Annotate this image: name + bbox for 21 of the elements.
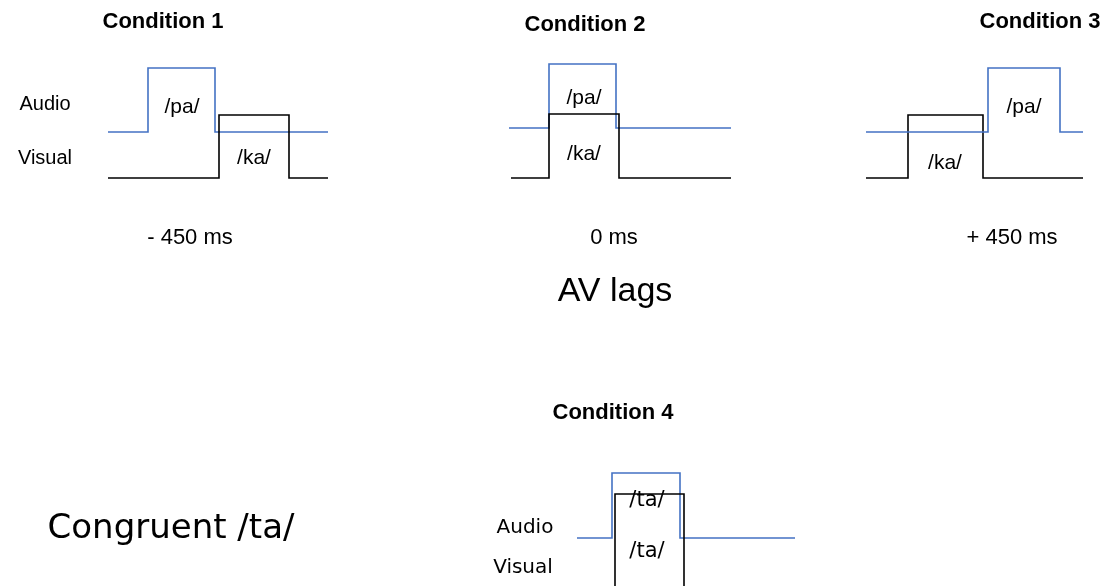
- axis-caption: AV lags: [557, 271, 673, 309]
- condition-heading: Condition 1: [102, 8, 224, 34]
- condition-heading: Condition 4: [552, 399, 674, 425]
- syllable-label: /ka/: [237, 145, 271, 169]
- lag-value: 0 ms: [590, 224, 638, 250]
- syllable-label: /ka/: [928, 150, 962, 174]
- syllable-label: /ka/: [567, 141, 601, 165]
- congruent-caption: Congruent /ta/: [47, 508, 295, 546]
- syllable-label: /ta/: [629, 539, 665, 563]
- channel-label: Visual: [17, 146, 73, 168]
- channel-label: Visual: [493, 555, 553, 577]
- channel-label: Audio: [496, 515, 554, 537]
- syllable-label: /pa/: [164, 94, 200, 118]
- syllable-label: /pa/: [566, 85, 602, 109]
- lag-value: - 450 ms: [147, 224, 233, 250]
- syllable-label: /pa/: [1006, 94, 1042, 118]
- condition-heading: Condition 2: [524, 11, 646, 37]
- lag-value: + 450 ms: [966, 224, 1058, 250]
- syllable-label: /ta/: [629, 488, 665, 512]
- condition-heading: Condition 3: [979, 8, 1101, 34]
- channel-label: Audio: [19, 92, 71, 114]
